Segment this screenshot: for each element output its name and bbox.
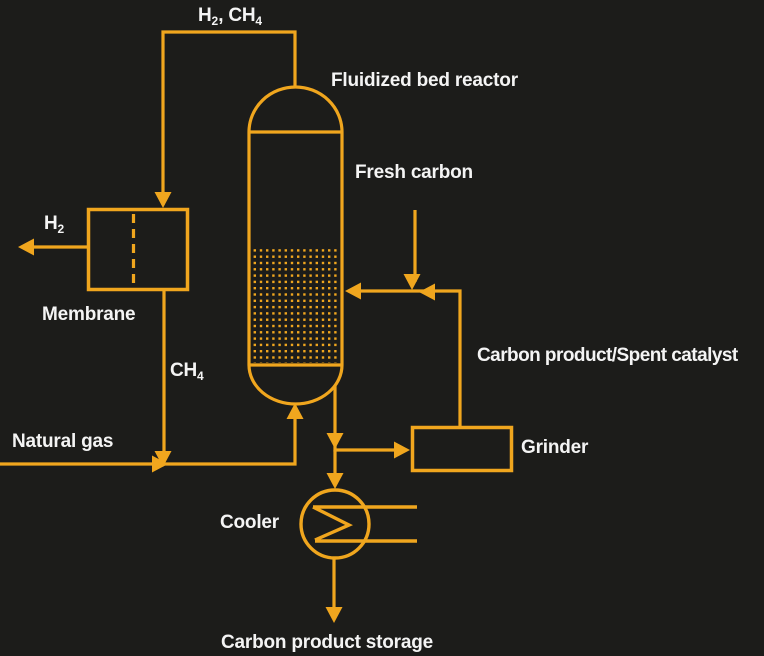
reactor-bottom-dome	[247, 364, 344, 406]
label-top-stream-h-sub: 2	[211, 14, 219, 28]
flow-arrowheads	[18, 192, 435, 623]
grinder-box	[410, 425, 514, 473]
fluidized-bed-reactor-vessel	[247, 85, 344, 406]
reactor-top-dome	[247, 85, 344, 133]
membrane-box	[86, 207, 190, 292]
label-carbon-product-storage: Carbon product storage	[221, 632, 434, 653]
membrane-unit	[86, 207, 190, 292]
label-h2-text: H	[44, 213, 58, 234]
label-fresh-carbon: Fresh carbon	[355, 162, 473, 183]
arrow-outlet-down	[326, 433, 344, 449]
pipe-recycle-to-reactor	[352, 289, 462, 427]
pipe-reactor-top-to-membrane	[161, 30, 297, 205]
arrow-recycle-left-junction	[419, 283, 435, 301]
label-h2-out: H2	[44, 212, 64, 241]
cooler-unit	[299, 488, 417, 560]
arrow-into-membrane-top	[154, 192, 172, 208]
arrow-into-grinder	[394, 441, 410, 459]
label-carbon-product-spent-catalyst: Carbon product/Spent catalyst	[477, 345, 738, 366]
arrow-h2-out-left	[18, 238, 34, 256]
label-ch4: CH4	[170, 359, 204, 388]
label-membrane: Membrane	[42, 304, 136, 325]
label-grinder: Grinder	[521, 437, 589, 458]
pipe-reactor-outlet	[333, 386, 398, 452]
label-top-stream-ch: , CH	[218, 5, 256, 26]
label-h2-sub: 2	[57, 222, 65, 236]
label-cooler: Cooler	[220, 512, 279, 533]
arrow-into-cooler	[326, 473, 344, 489]
label-ch4-text: CH	[170, 360, 198, 381]
label-natural-gas: Natural gas	[12, 431, 114, 452]
arrow-into-reactor-bottom	[286, 403, 304, 419]
arrow-natural-gas-right-junction	[152, 455, 168, 473]
cooler-coil	[312, 505, 417, 543]
arrow-ch4-down-junction	[154, 451, 172, 467]
label-fluidized-bed-reactor: Fluidized bed reactor	[331, 70, 518, 91]
pipe-natural-gas-feed	[0, 410, 297, 466]
label-top-stream: H2, CH4	[198, 4, 262, 33]
label-top-stream-ch-sub: 4	[255, 14, 263, 28]
label-top-stream-h: H	[198, 5, 212, 26]
catalyst-bed-dots	[253, 248, 338, 363]
stream-pipes	[0, 30, 462, 612]
label-ch4-sub: 4	[197, 369, 204, 383]
grinder-unit	[410, 425, 514, 473]
cooler-circle	[299, 488, 371, 560]
arrow-to-storage	[325, 607, 343, 623]
arrow-into-reactor-side	[345, 282, 361, 300]
arrow-fresh-carbon-down	[403, 274, 421, 290]
